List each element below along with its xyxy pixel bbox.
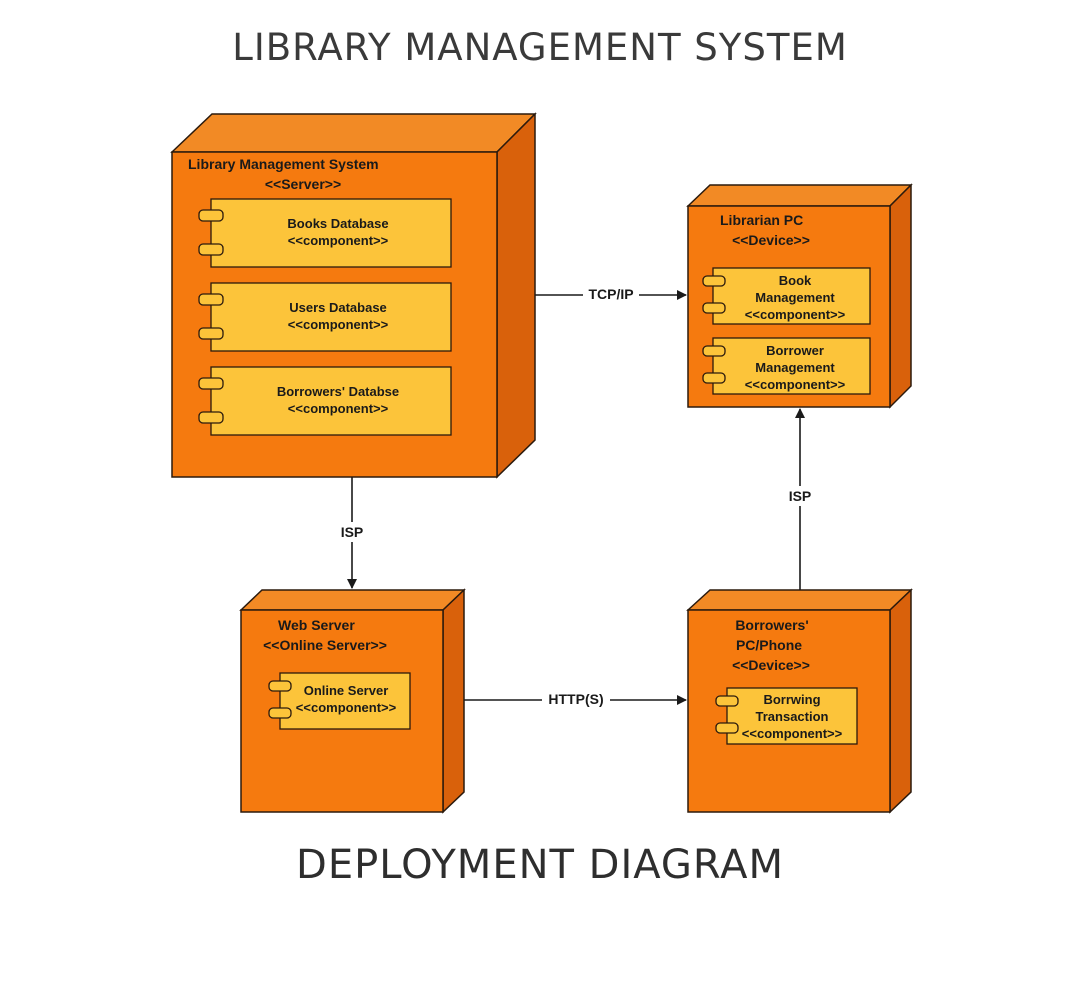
component-port [715,695,739,707]
svg-text:<<component>>: <<component>> [296,700,397,715]
component-online-server: Online Server <<component>> [268,672,411,730]
node-side-face [889,588,912,814]
component-port [702,275,726,287]
node-top-face [170,113,537,153]
component-users-db: Users Database <<component>> [198,282,452,352]
svg-text:<<component>>: <<component>> [288,401,389,416]
node-borrowers-pc: Borrowers' PC/Phone <<Device>> Borrwing … [686,588,913,814]
edge-label: HTTP(S) [548,691,603,707]
node-librarian-pc: Librarian PC <<Device>> Book Management … [686,183,913,409]
node-top-face [239,589,466,611]
component-port [268,707,292,719]
node-lms: Library Management System <<Server>> Boo… [170,112,537,479]
svg-text:Transaction: Transaction [756,709,829,724]
component-port [198,327,224,340]
edge-label: ISP [341,524,364,540]
node-side-face [889,183,912,409]
component-port [198,377,224,390]
node-title: Librarian PC [720,212,803,228]
component-borrowing-transaction: Borrwing Transaction <<component>> [715,687,858,745]
component-port [198,293,224,306]
edge-isp-up: ISP [784,408,816,590]
edge-label: TCP/IP [588,286,633,302]
svg-text:Online Server: Online Server [304,683,389,698]
svg-text:Borrower: Borrower [766,343,824,358]
svg-text:Book: Book [779,273,812,288]
component-port [268,680,292,692]
svg-text:<<component>>: <<component>> [745,377,846,392]
node-web-server: Web Server <<Online Server>> Online Serv… [239,588,466,814]
diagram-caption: DEPLOYMENT DIAGRAM [296,842,784,888]
svg-text:Borrwing: Borrwing [763,692,820,707]
svg-text:Management: Management [755,290,835,305]
component-book-management: Book Management <<component>> [702,267,871,325]
svg-text:<<component>>: <<component>> [742,726,843,741]
node-stereotype: <<Online Server>> [263,637,387,653]
page-title: LIBRARY MANAGEMENT SYSTEM [232,26,848,69]
svg-text:Books Database: Books Database [287,216,388,231]
component-port [702,345,726,357]
node-title: Library Management System [188,156,379,172]
node-stereotype: <<Device>> [732,657,810,673]
node-stereotype: <<Server>> [265,176,341,192]
svg-text:Management: Management [755,360,835,375]
component-port [702,372,726,384]
svg-text:<<component>>: <<component>> [288,317,389,332]
edge-isp-down: ISP [336,477,368,589]
node-title: Web Server [278,617,355,633]
node-title-line2: PC/Phone [736,637,802,653]
component-port [715,722,739,734]
component-port [198,209,224,222]
edge-label: ISP [789,488,812,504]
node-title: Borrowers' [735,617,808,633]
node-top-face [686,184,913,207]
node-top-face [686,589,913,611]
node-stereotype: <<Device>> [732,232,810,248]
component-port [198,411,224,424]
svg-text:Borrowers' Databse: Borrowers' Databse [277,384,399,399]
component-books-db: Books Database <<component>> [198,198,452,268]
component-borrowers-db: Borrowers' Databse <<component>> [198,366,452,436]
component-borrower-management: Borrower Management <<component>> [702,337,871,395]
edge-tcp-ip: TCP/IP [535,285,687,303]
component-port [198,243,224,256]
edge-https: HTTP(S) [464,690,687,708]
svg-text:<<component>>: <<component>> [288,233,389,248]
node-side-face [442,588,465,814]
svg-text:<<component>>: <<component>> [745,307,846,322]
svg-text:Users Database: Users Database [289,300,387,315]
component-port [702,302,726,314]
node-side-face [496,112,536,479]
